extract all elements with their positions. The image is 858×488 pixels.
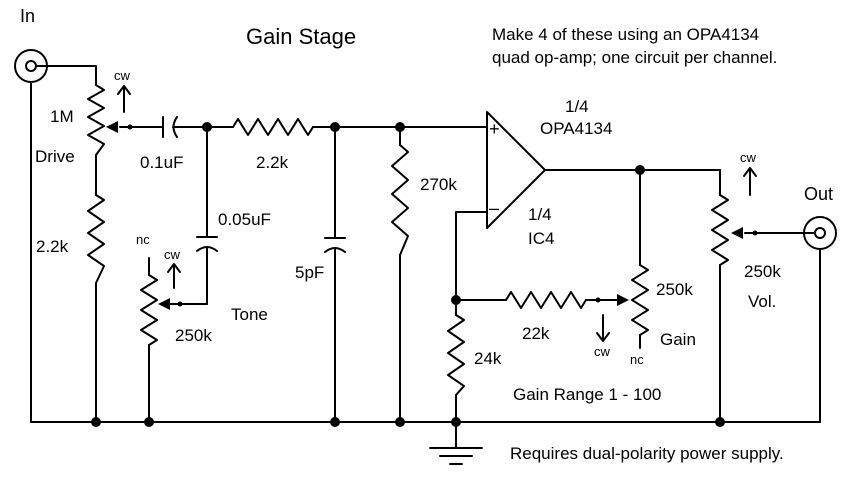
cw-arrow-drive — [117, 85, 131, 113]
junction-dot — [635, 165, 645, 175]
labels: Gain Stage Make 4 of these using an OPA4… — [20, 6, 833, 463]
opamp-label-top-1: 1/4 — [565, 97, 589, 116]
junction-dot — [330, 417, 340, 427]
wiper-dot — [595, 297, 601, 303]
opamp-label-mid-2: IC4 — [528, 229, 554, 248]
r-drive-bottom-value: 2.2k — [36, 237, 69, 256]
junction-dot — [451, 417, 461, 427]
cw-vol-label: cw — [740, 150, 757, 165]
tone-pot-name: Tone — [231, 305, 268, 324]
gain-pot-resistor — [631, 264, 649, 336]
cw-gain-label: cw — [594, 344, 611, 359]
page-title: Gain Stage — [246, 24, 356, 49]
tone-pot-resistor — [140, 274, 158, 346]
r-22k-value: 22k — [522, 324, 550, 343]
nc-gain-label: nc — [630, 352, 644, 367]
c-tone-value: 0.05uF — [218, 210, 271, 229]
vol-wiper-arrow — [731, 227, 743, 239]
drive-pot-resistor — [87, 84, 105, 156]
wiper-dot — [177, 301, 183, 307]
resistor-22k — [505, 291, 587, 309]
c-5pf-value: 5pF — [295, 263, 324, 282]
output-jack-inner — [814, 227, 826, 239]
junction-dot — [451, 295, 461, 305]
drive-wiper-arrow — [106, 121, 118, 133]
junction-dot — [144, 417, 154, 427]
junction-dot — [395, 417, 405, 427]
junction-dot — [91, 417, 101, 427]
input-jack — [14, 49, 49, 83]
vol-pot-value: 250k — [744, 262, 781, 281]
cap-5pf-plate-curved — [324, 247, 346, 253]
opamp-label-top-2: OPA4134 — [540, 119, 612, 138]
cap-0-05uf-plate-curved — [196, 246, 218, 252]
cw-arrow-vol — [743, 167, 757, 196]
wires — [30, 65, 821, 449]
resistor-2k2-drive — [87, 194, 105, 284]
nc-tone-label: nc — [136, 232, 150, 247]
c-input-value: 0.1uF — [140, 153, 183, 172]
junctions — [91, 122, 725, 427]
opamp-minus-sign: – — [489, 198, 499, 218]
resistor-2k2-series — [232, 118, 314, 136]
cw-drive-label: cw — [114, 68, 131, 83]
drive-pot-value: 1M — [50, 107, 74, 126]
resistor-270k — [391, 144, 409, 256]
junction-dot — [715, 417, 725, 427]
input-label: In — [20, 6, 35, 26]
vol-pot-resistor — [711, 194, 729, 266]
vol-pot-name: Vol. — [748, 292, 776, 311]
cap-0-1uf-plate-curved — [172, 116, 178, 138]
cw-arrows — [117, 85, 757, 342]
tone-pot-value: 250k — [175, 326, 212, 345]
gain-range-label: Gain Range 1 - 100 — [513, 385, 661, 404]
wire-input — [47, 65, 97, 86]
gain-wiper-arrow — [617, 294, 629, 306]
note-line-2: quad op-amp; one circuit per channel. — [492, 48, 777, 67]
input-jack-inner — [25, 60, 37, 72]
opamp-label-mid-1: 1/4 — [528, 205, 552, 224]
junction-dot — [395, 122, 405, 132]
resistors — [87, 84, 729, 396]
cw-arrow-tone — [167, 263, 181, 289]
opamp-triangle — [486, 111, 546, 229]
capacitors — [162, 116, 346, 253]
gain-pot-value: 250k — [656, 280, 693, 299]
r-series-value: 2.2k — [256, 153, 289, 172]
note-line-1: Make 4 of these using an OPA4134 — [492, 25, 759, 44]
wiper-dot — [127, 124, 133, 130]
footer-note: Requires dual-polarity power supply. — [510, 444, 784, 463]
tone-wiper-arrow — [158, 298, 170, 310]
cw-tone-label: cw — [164, 247, 181, 262]
opamp-plus-sign: + — [489, 119, 500, 139]
output-label: Out — [804, 184, 833, 204]
ground-symbol — [429, 447, 483, 465]
cw-arrow-gain — [596, 314, 610, 342]
wiper-dot — [752, 230, 758, 236]
r-24k-value: 24k — [474, 349, 502, 368]
wire-inverting-input — [455, 211, 488, 301]
output-jack — [803, 216, 837, 250]
r-270k-value: 270k — [420, 175, 457, 194]
gain-pot-name: Gain — [660, 330, 696, 349]
wiper-arrows — [106, 121, 758, 310]
junction-dot — [202, 122, 212, 132]
resistor-24k — [447, 314, 465, 396]
drive-pot-name: Drive — [35, 147, 75, 166]
junction-dot — [330, 122, 340, 132]
